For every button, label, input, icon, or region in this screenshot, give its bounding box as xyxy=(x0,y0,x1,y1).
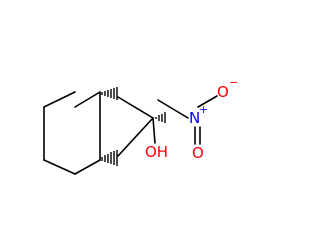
cyclohexane-ring xyxy=(43,91,101,175)
bond-n-o-single xyxy=(197,95,218,108)
nitrogen-label: N xyxy=(189,109,200,127)
bond-ring-3 xyxy=(74,159,101,175)
hydroxyl-label: OH xyxy=(145,143,168,161)
bond-ring-7 xyxy=(117,96,154,119)
bond-ring-1 xyxy=(74,91,101,108)
bond-c-oh xyxy=(152,117,156,144)
oxygen-single-charge: − xyxy=(229,76,238,89)
bond-ring-6 xyxy=(43,91,76,108)
oxygen-double-label: O xyxy=(192,144,204,162)
hash-bond-upper xyxy=(101,87,118,100)
hash-bond-lower xyxy=(101,150,118,166)
oxygen-single-label: O xyxy=(217,83,229,101)
bond-ch2-n xyxy=(157,99,189,119)
hash-bond-ch2 xyxy=(155,112,166,123)
bond-ring-8 xyxy=(117,117,154,157)
bond-ring-4 xyxy=(43,159,76,175)
cyclopentane-ring xyxy=(117,96,154,157)
molecule-structure: OH N + O − O xyxy=(43,76,238,175)
nitrogen-charge: + xyxy=(199,103,208,116)
